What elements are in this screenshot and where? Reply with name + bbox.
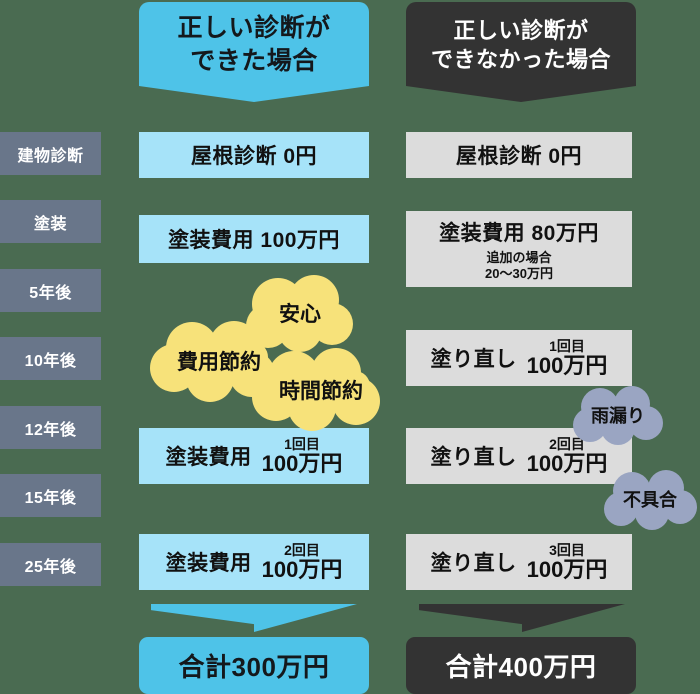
bad-row-repaint-3-count: 3回目 — [549, 541, 585, 558]
problem-cloud-defect-label: 不具合 — [623, 490, 677, 510]
column-header-good-line1: 正しい診断が — [177, 14, 331, 42]
timeline-label-15-years: 15年後 — [0, 474, 101, 517]
benefit-cloud-cost-saving-label: 費用節約 — [177, 351, 261, 374]
bad-row-repaint-1-label: 塗り直し — [430, 347, 517, 371]
good-row-paint-cost: 塗装費用 100万円 — [139, 215, 369, 263]
good-row-paint-cost-1-amount-group: 1回目 100万円 — [261, 435, 343, 476]
timeline-label-25-years: 25年後 — [0, 543, 101, 586]
good-row-paint-cost-1-count: 1回目 — [284, 435, 320, 452]
timeline-label-5-years: 5年後 — [0, 269, 101, 312]
bad-row-repaint-2-amount-group: 2回目 100万円 — [526, 435, 608, 476]
good-column-down-arrow-icon — [151, 604, 357, 632]
cloud-shape-icon — [150, 321, 275, 402]
column-header-good: 正しい診断が できた場合 — [139, 2, 369, 102]
cloud-shape-icon — [252, 348, 380, 431]
bad-row-repaint-1-count: 1回目 — [549, 337, 585, 354]
cloud-shape-icon — [604, 470, 697, 530]
column-header-bad: 正しい診断が できなかった場合 — [406, 2, 636, 102]
timeline-label-building-inspection: 建物診断 — [0, 132, 101, 175]
bad-row-paint-cost-note: 追加の場合 20〜30万円 — [485, 250, 553, 282]
timeline-label-painting: 塗装 — [0, 200, 101, 243]
bad-row-paint-cost-note-line2: 20〜30万円 — [485, 265, 553, 281]
bad-row-repaint-1-amount-group: 1回目 100万円 — [526, 337, 608, 378]
timeline-label-10-years: 10年後 — [0, 337, 101, 380]
bad-row-repaint-2-amount: 100万円 — [526, 450, 608, 476]
problem-cloud-defect: 不具合 — [602, 468, 698, 530]
benefit-cloud-cost-saving: 費用節約 — [148, 318, 290, 404]
bad-row-repaint-2-label: 塗り直し — [430, 445, 517, 469]
bad-row-repaint-1: 塗り直し 1回目 100万円 — [406, 330, 632, 386]
good-row-paint-cost-2-label: 塗装費用 — [165, 551, 252, 575]
column-header-good-line2: できた場合 — [190, 47, 318, 75]
benefit-cloud-anshin-label: 安心 — [279, 303, 321, 326]
bad-row-paint-cost: 塗装費用 80万円 追加の場合 20〜30万円 — [406, 211, 632, 287]
good-row-roof-inspection-label: 屋根診断 0円 — [190, 145, 317, 168]
bad-column-total: 合計400万円 — [406, 637, 636, 694]
bad-row-repaint-3: 塗り直し 3回目 100万円 — [406, 534, 632, 590]
problem-cloud-leak: 雨漏り — [570, 385, 666, 445]
bad-row-roof-inspection: 屋根診断 0円 — [406, 132, 632, 178]
bad-row-repaint-2-count: 2回目 — [549, 435, 585, 452]
bad-row-paint-cost-note-line1: 追加の場合 — [486, 249, 552, 265]
bad-row-roof-inspection-label: 屋根診断 0円 — [455, 145, 582, 168]
good-row-paint-cost-2-amount-group: 2回目 100万円 — [261, 541, 343, 582]
good-row-paint-cost-label: 塗装費用 100万円 — [168, 229, 340, 252]
good-row-paint-cost-2-count: 2回目 — [284, 541, 320, 558]
bad-row-repaint-3-amount: 100万円 — [526, 556, 608, 582]
bad-row-repaint-1-amount: 100万円 — [526, 352, 608, 378]
column-header-bad-line2: できなかった場合 — [430, 47, 611, 72]
good-row-paint-cost-2: 塗装費用 2回目 100万円 — [139, 534, 369, 590]
cloud-shape-icon — [573, 386, 663, 445]
good-row-paint-cost-1-amount: 100万円 — [261, 450, 343, 476]
timeline-label-12-years: 12年後 — [0, 406, 101, 449]
good-row-paint-cost-1: 塗装費用 1回目 100万円 — [139, 428, 369, 484]
good-row-roof-inspection: 屋根診断 0円 — [139, 132, 369, 178]
bad-row-repaint-3-amount-group: 3回目 100万円 — [526, 541, 608, 582]
problem-cloud-leak-label: 雨漏り — [591, 406, 645, 426]
benefit-cloud-time-saving: 時間節約 — [250, 347, 392, 433]
column-header-bad-line1: 正しい診断が — [453, 17, 589, 43]
benefit-cloud-time-saving-label: 時間節約 — [279, 380, 363, 403]
good-column-total: 合計300万円 — [139, 637, 369, 694]
bad-row-paint-cost-label: 塗装費用 80万円 — [439, 221, 599, 245]
bad-row-repaint-3-label: 塗り直し — [430, 551, 517, 575]
good-row-paint-cost-1-label: 塗装費用 — [165, 445, 252, 469]
bad-column-down-arrow-icon — [419, 604, 625, 632]
good-row-paint-cost-2-amount: 100万円 — [261, 556, 343, 582]
